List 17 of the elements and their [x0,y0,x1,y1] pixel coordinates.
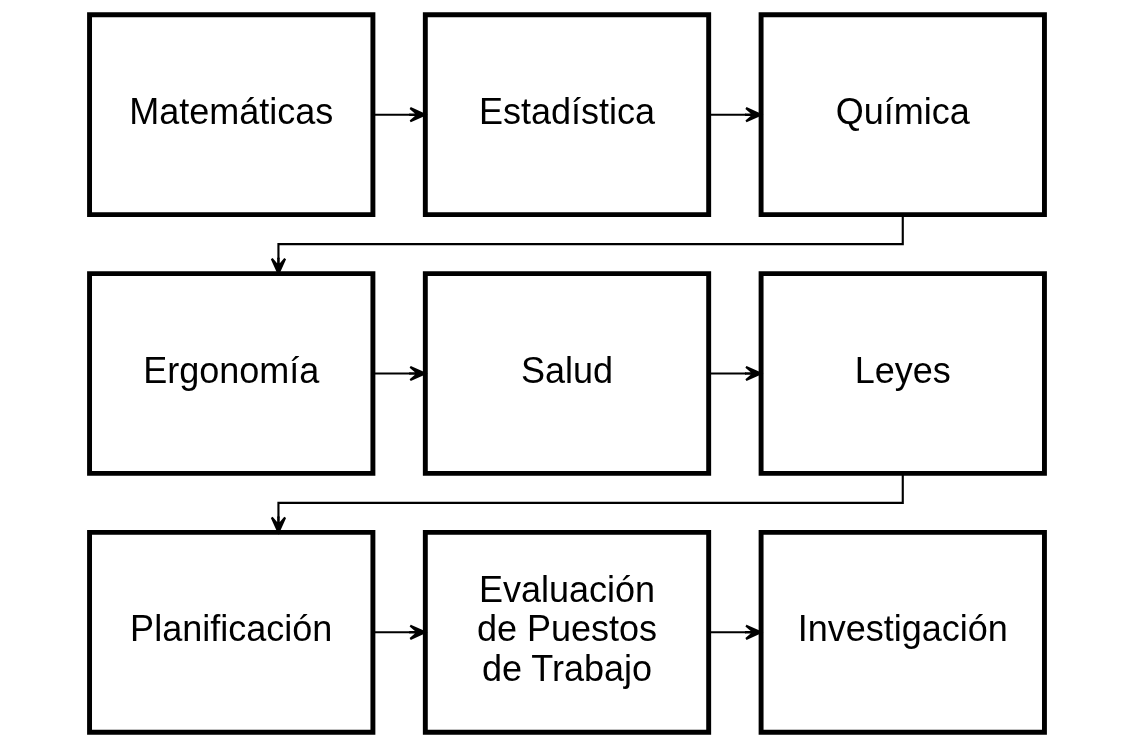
arrow [270,473,904,534]
node-box: Química [758,12,1047,218]
node-box: Evaluación de Puestos de Trabajo [422,529,712,735]
node-box: Estadística [422,12,712,218]
node-box: Leyes [758,271,1047,476]
arrow [270,214,904,275]
node-box: Planificación [87,529,376,735]
arrow [373,365,427,382]
node-box: Salud [422,271,712,476]
arrow [708,624,762,640]
arrow [708,107,762,123]
arrow [373,107,427,123]
arrow [708,365,762,382]
arrow [373,624,427,640]
node-box: Matemáticas [87,12,376,218]
node-box: Investigación [758,529,1047,735]
node-box: Ergonomía [87,271,376,476]
